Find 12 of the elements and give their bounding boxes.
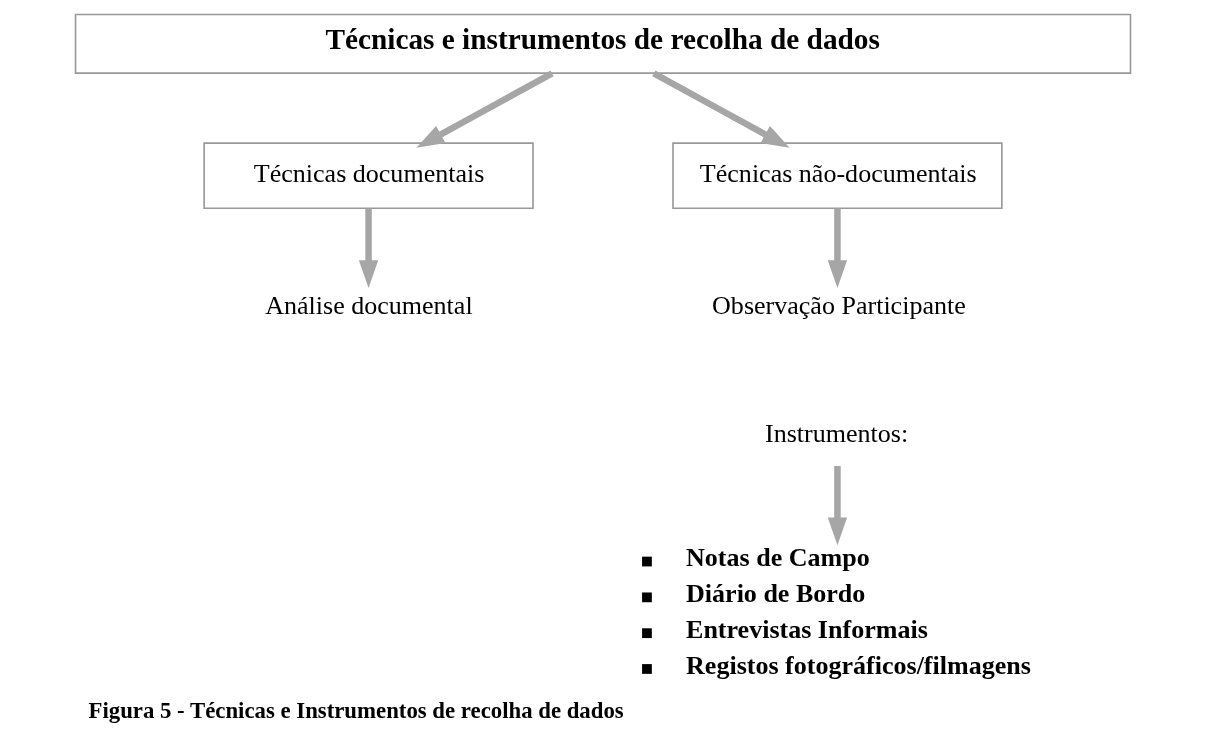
node-text: Observação Participante xyxy=(712,290,966,320)
node-text: Análise documental xyxy=(265,290,473,320)
arrow xyxy=(652,70,790,148)
node-text: Instrumentos: xyxy=(764,419,909,449)
node-box: Técnicas documentais xyxy=(203,142,534,210)
caption: Figura 5 - Técnicas e Instrumentos de recolha de dados xyxy=(88,698,624,724)
node-box: Técnicas não-documentais xyxy=(672,142,1003,210)
arrow xyxy=(416,70,554,148)
arrow xyxy=(827,208,848,288)
arrow xyxy=(358,208,379,288)
node-text: Notas de Campo Diário de Bordo Entrevistas Informais Registos fotográficos/filmagens xyxy=(686,543,1031,680)
node-box: Técnicas e instrumentos de recolha de dados xyxy=(74,13,1132,74)
